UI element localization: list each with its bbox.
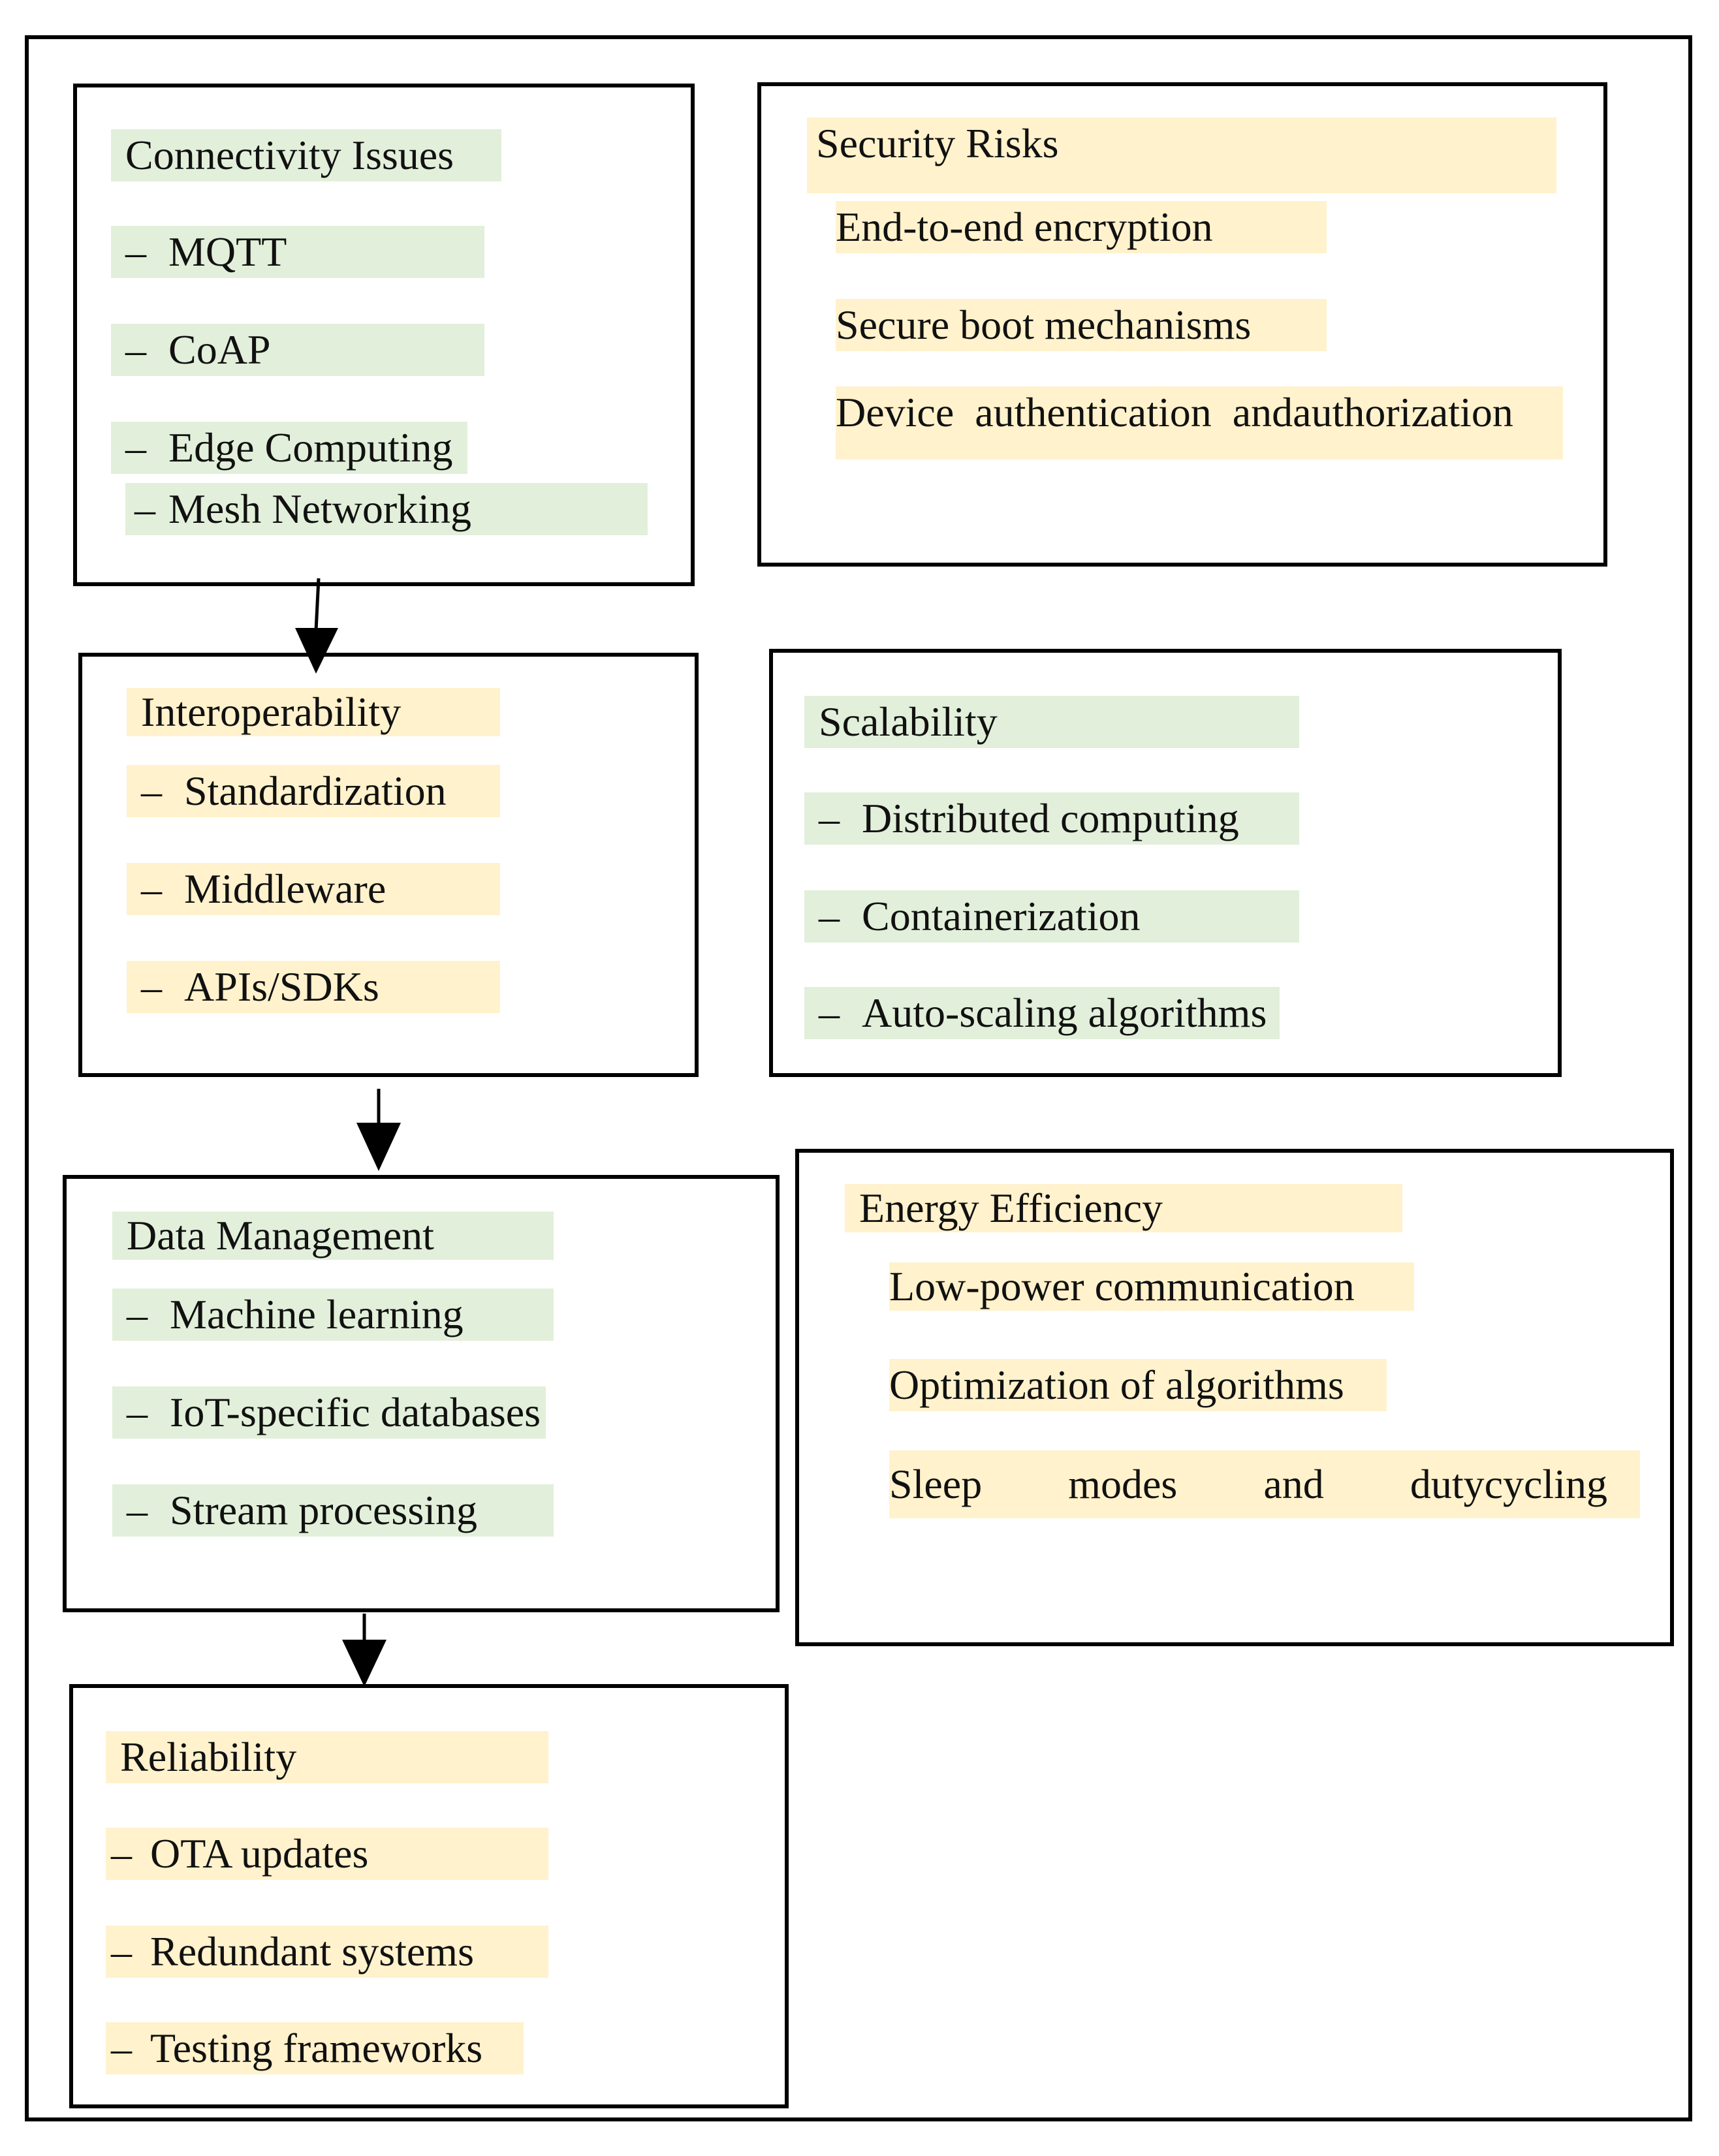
interop-item-apis: APIs/SDKs xyxy=(127,961,500,1013)
interop-item-middleware: Middleware xyxy=(127,863,500,915)
arrow-data-management-to-reliability xyxy=(342,1614,386,1687)
scalability-item-distributed: Distributed computing xyxy=(804,792,1299,845)
security-title: Security Risks xyxy=(807,117,1556,193)
connectivity-item-mqtt: MQTT xyxy=(111,226,484,278)
connectivity-item-edge: Edge Computing xyxy=(111,422,467,474)
reliability-item-ota: OTA updates xyxy=(106,1828,548,1880)
interoperability-title: Interoperability xyxy=(127,688,500,736)
connectivity-title: Connectivity Issues xyxy=(111,129,501,181)
connectivity-item-mesh: Mesh Networking xyxy=(125,483,648,535)
security-item-secure-boot: Secure boot mechanisms xyxy=(836,299,1327,351)
arrow-interoperability-to-data-management xyxy=(356,1089,401,1171)
outer-frame xyxy=(25,35,1692,2121)
reliability-item-testing: Testing frameworks xyxy=(106,2022,524,2074)
data-item-stream: Stream processing xyxy=(112,1484,554,1537)
scalability-item-autoscaling: Auto-scaling algorithms xyxy=(804,987,1280,1039)
reliability-title: Reliability xyxy=(106,1731,548,1783)
security-item-device-auth: Device authentication andauthorization xyxy=(836,386,1563,460)
scalability-title: Scalability xyxy=(804,696,1299,748)
security-item-encryption: End-to-end encryption xyxy=(836,201,1327,253)
data-item-databases: IoT-specific databases xyxy=(112,1386,546,1439)
reliability-item-redundant: Redundant systems xyxy=(106,1926,548,1978)
energy-item-sleep: Sleep modes and dutycycling xyxy=(889,1450,1640,1518)
interop-item-standardization: Standardization xyxy=(127,765,500,817)
energy-item-optimization: Optimization of algorithms xyxy=(889,1359,1387,1411)
scalability-item-containerization: Containerization xyxy=(804,890,1299,943)
connectivity-item-coap: CoAP xyxy=(111,324,484,376)
energy-item-low-power: Low-power communication xyxy=(889,1262,1414,1311)
data-management-title: Data Management xyxy=(112,1211,554,1260)
arrow-connectivity-to-interoperability xyxy=(295,578,338,674)
energy-title: Energy Efficiency xyxy=(845,1184,1402,1232)
data-item-ml: Machine learning xyxy=(112,1289,554,1341)
